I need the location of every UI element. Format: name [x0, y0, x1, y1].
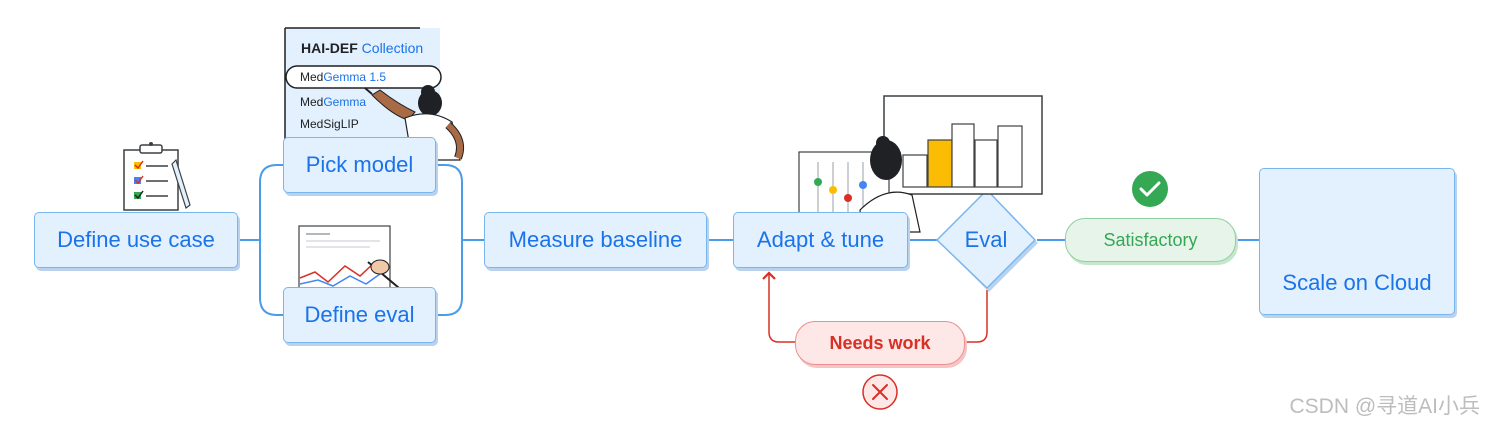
person-pointing-illustration: [364, 85, 464, 161]
node-adapt-tune[interactable]: Adapt & tune: [733, 212, 908, 268]
node-pick-model[interactable]: Pick model: [283, 137, 436, 193]
connector-split-branches: [259, 164, 283, 316]
collection-item-prefix: Med: [300, 70, 324, 84]
collection-item[interactable]: MedGemma: [300, 95, 366, 109]
node-measure-baseline[interactable]: Measure baseline: [484, 212, 707, 268]
node-define-eval[interactable]: Define eval: [283, 287, 436, 343]
collection-title-main: HAI-DEF: [301, 40, 358, 56]
loop-to-adapt: [762, 271, 795, 343]
eval-diamond: [935, 188, 1037, 290]
collection-title: HAI-DEF Collection: [301, 40, 423, 56]
connectors: [238, 164, 1259, 316]
collection-item[interactable]: MedSigLIP: [300, 117, 359, 131]
collection-item-prefix: Med: [300, 95, 324, 109]
chart-sketch-illustration: [298, 225, 406, 295]
collection-card: [284, 27, 442, 158]
x-circle-icon: [862, 374, 898, 410]
connector-merge-branches: [436, 164, 463, 316]
node-needs-work[interactable]: Needs work: [795, 321, 965, 365]
node-scale-on-cloud[interactable]: Scale on Cloud: [1259, 168, 1455, 315]
node-define-use-case[interactable]: Define use case: [34, 212, 238, 268]
checklist-clipboard-icon: [123, 142, 191, 211]
watermark: CSDN @寻道AI小兵: [1289, 395, 1481, 418]
needs-work-loop: [762, 271, 988, 343]
collection-item-accent: Gemma: [323, 95, 367, 109]
check-circle-icon: [1132, 171, 1168, 207]
loop-eval-down: [965, 290, 988, 343]
node-scale-on-cloud-label: Scale on Cloud: [1282, 270, 1432, 295]
collection-item-prefix: MedSigLIP: [300, 117, 359, 131]
collection-item[interactable]: MedGemma 1.5: [300, 70, 386, 84]
collection-title-accent: Collection: [361, 40, 424, 56]
collection-item-accent: Gemma 1.5: [323, 70, 387, 84]
node-eval-label[interactable]: Eval: [964, 227, 1008, 252]
node-satisfactory[interactable]: Satisfactory: [1065, 218, 1236, 262]
